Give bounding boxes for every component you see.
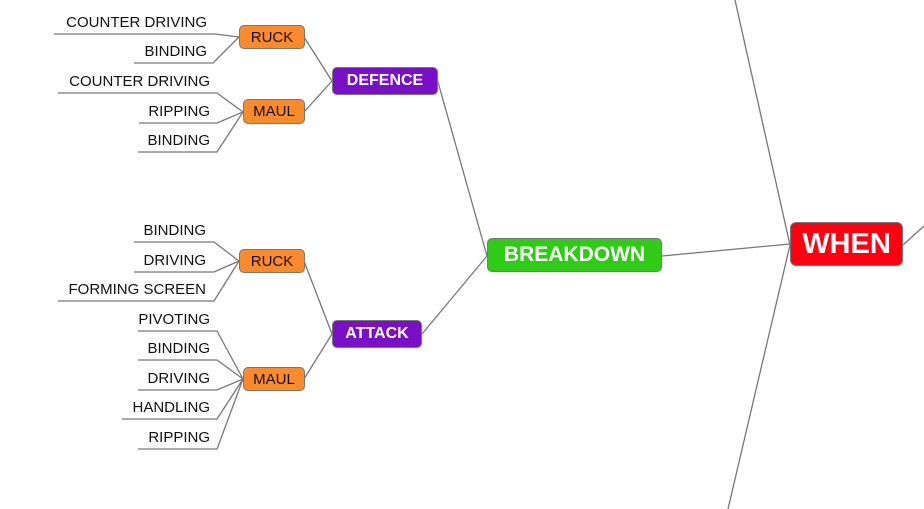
topic-label[interactable]: RIPPING [148,429,210,446]
topic-label[interactable]: DRIVING [147,370,210,387]
node-attack[interactable]: ATTACK [332,320,422,348]
node-attack-ruck[interactable]: RUCK [239,249,305,273]
node-defence[interactable]: DEFENCE [332,67,438,95]
node-attack-maul[interactable]: MAUL [243,367,305,391]
topic-label[interactable]: BINDING [143,222,206,239]
topic-label[interactable]: DRIVING [143,252,206,269]
topic-label[interactable]: COUNTER DRIVING [69,73,210,90]
node-defence-ruck[interactable]: RUCK [239,25,305,49]
topic-label[interactable]: BINDING [144,43,207,60]
node-defence-maul[interactable]: MAUL [243,99,305,124]
topic-label[interactable]: BINDING [147,132,210,149]
topic-label[interactable]: BINDING [147,340,210,357]
node-breakdown[interactable]: BREAKDOWN [487,238,662,272]
root-node-when[interactable]: WHEN [790,222,903,266]
topic-label[interactable]: FORMING SCREEN [68,281,206,298]
topic-label[interactable]: RIPPING [148,103,210,120]
topic-label[interactable]: PIVOTING [138,311,210,328]
topic-label[interactable]: COUNTER DRIVING [66,14,207,31]
topic-label[interactable]: HANDLING [132,399,210,416]
